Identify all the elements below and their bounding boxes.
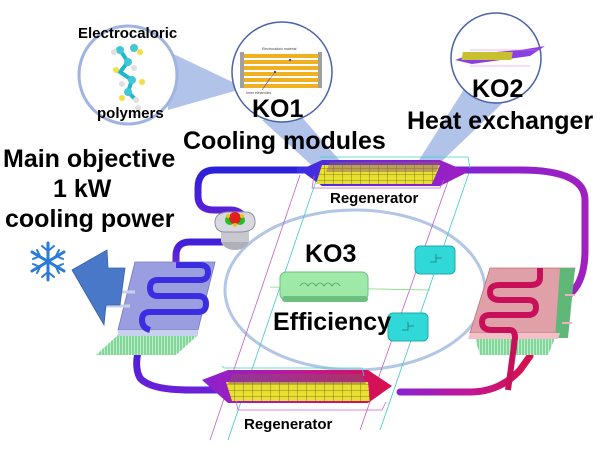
bottom-right-pipe: [396, 352, 534, 396]
regenerator-bottom: [202, 365, 392, 411]
inductor-component: [279, 271, 369, 302]
label-heat-exchanger: Heat exchanger: [407, 107, 594, 135]
ko1-multilayer-capacitor: Electrocaloric material Inner electrodes: [240, 47, 322, 95]
label-polymers: polymers: [97, 105, 164, 122]
polymer-molecule: [111, 44, 145, 111]
label-ko2: KO2: [472, 75, 524, 103]
label-cooling-modules: Cooling modules: [183, 127, 386, 155]
ko2-heat-exchanger-miniature: [455, 46, 545, 67]
inset-electrodes-label: Inner electrodes: [246, 91, 271, 95]
label-main-objective: Main objective: [3, 145, 176, 173]
label-electrocaloric: Electrocaloric: [78, 25, 178, 42]
label-regenerator-top: Regenerator: [330, 190, 419, 207]
callout-wedge-polymers: [165, 50, 245, 110]
inset-material-label: Electrocaloric material: [262, 47, 297, 51]
snowflake-icon: [30, 241, 66, 282]
label-ko3: KO3: [305, 240, 357, 268]
pump: [214, 211, 256, 250]
label-1kw: 1 kW: [53, 175, 112, 203]
label-ko1: KO1: [252, 95, 304, 123]
hot-heat-exchanger: [468, 267, 576, 391]
label-cooling-power: cooling power: [5, 205, 175, 233]
label-efficiency: Efficiency: [273, 308, 392, 336]
label-regenerator-bottom: Regenerator: [244, 416, 333, 433]
regenerator-top: [300, 156, 471, 189]
switch-component-top: [414, 245, 456, 275]
arrow-left-icon: [71, 249, 126, 327]
callout-wedge-ko2: [405, 80, 508, 182]
top-pipe: [296, 166, 589, 304]
switch-component-bottom: [387, 312, 429, 342]
